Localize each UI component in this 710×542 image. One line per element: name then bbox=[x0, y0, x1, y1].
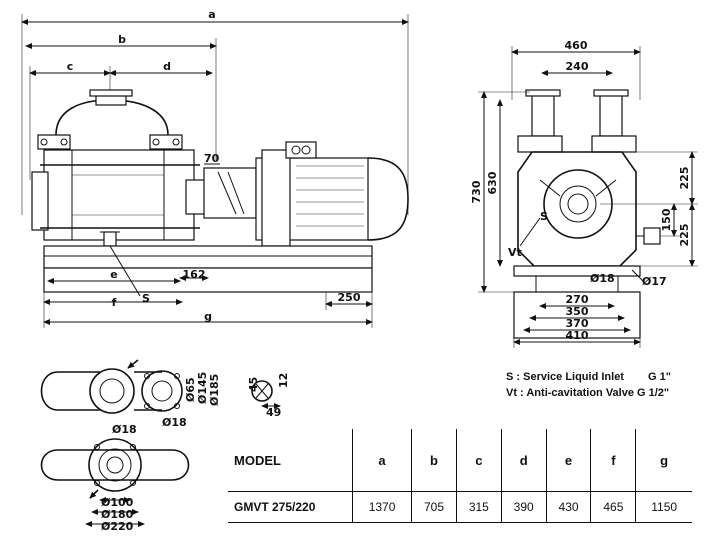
dim-d-label: d bbox=[163, 60, 171, 73]
foot-d18-label: Ø18 bbox=[112, 423, 137, 436]
dim-630-label: 630 bbox=[486, 171, 499, 194]
header-g: g bbox=[635, 429, 692, 492]
flange-d145-label: Ø145 bbox=[196, 372, 209, 404]
dim-g-label: g bbox=[204, 310, 212, 323]
legend-s-size: G 1" bbox=[647, 371, 671, 383]
dim-e-label: e bbox=[110, 268, 117, 281]
flange-d12-label: 12 bbox=[277, 373, 290, 388]
cell-f: 465 bbox=[590, 491, 636, 523]
header-model: MODEL bbox=[234, 452, 281, 468]
cell-g: 1150 bbox=[635, 491, 692, 523]
table-header-row: MODEL a b c d e f g bbox=[228, 429, 692, 492]
legend-s-line: S : Service Liquid Inlet bbox=[506, 371, 624, 383]
pump-casing-side bbox=[517, 151, 637, 267]
legend-vt-line: Vt : Anti-cavitation Valve G 1/2" bbox=[506, 387, 670, 399]
dim-250-label: 250 bbox=[338, 291, 361, 304]
foot-d100-label: Ø100 bbox=[101, 496, 134, 509]
front-view: a b c d bbox=[21, 8, 409, 328]
flange-view: Ø65 Ø145 Ø185 Ø18 49 45 12 bbox=[40, 359, 290, 429]
service-inlet-label: S bbox=[142, 292, 150, 305]
dim-f-label: f bbox=[112, 296, 117, 309]
dim-370-label: 370 bbox=[566, 317, 589, 330]
cell-model: GMVT 275/220 bbox=[228, 491, 353, 523]
dim-162-label: 162 bbox=[183, 268, 206, 281]
coupling-guard bbox=[203, 167, 257, 219]
foot-d220-label: Ø220 bbox=[101, 520, 134, 533]
cell-c: 315 bbox=[455, 491, 502, 523]
dim-460-label: 460 bbox=[565, 39, 588, 52]
side-d17-label: Ø17 bbox=[642, 275, 667, 288]
header-b: b bbox=[411, 429, 457, 492]
flange-d45-label: 45 bbox=[247, 377, 260, 392]
header-c: c bbox=[455, 429, 502, 492]
flange-d18-label: Ø18 bbox=[162, 416, 187, 429]
side-d18-label: Ø18 bbox=[590, 272, 615, 285]
pump-body bbox=[43, 149, 195, 241]
flange-d185-label: Ø185 bbox=[208, 374, 221, 406]
cell-e: 430 bbox=[545, 491, 591, 523]
dim-a-label: a bbox=[208, 8, 215, 21]
foot-d180-label: Ø180 bbox=[101, 508, 134, 521]
dim-150-label: 150 bbox=[660, 208, 673, 231]
baseplate bbox=[43, 245, 373, 269]
dim-270-label: 270 bbox=[566, 293, 589, 306]
table-row: GMVT 275/220 1370 705 315 390 430 465 11… bbox=[228, 491, 692, 523]
side-view: 460 240 Vt S Ø18 Ø17 270 bbox=[470, 39, 698, 348]
dim-350-label: 350 bbox=[566, 305, 589, 318]
dimensions-table: MODEL a b c d e f g GMVT 275/220 1370 70… bbox=[228, 429, 692, 523]
cell-d: 390 bbox=[500, 491, 547, 523]
header-d: d bbox=[500, 429, 547, 492]
dim-225-upper-label: 225 bbox=[678, 167, 691, 190]
dim-b-label: b bbox=[118, 33, 126, 46]
vt-label: Vt bbox=[508, 246, 522, 259]
cell-a: 1370 bbox=[351, 491, 412, 523]
foot-view: Ø18 Ø100 Ø180 Ø220 bbox=[40, 423, 190, 533]
header-e: e bbox=[545, 429, 591, 492]
header-a: a bbox=[351, 429, 412, 492]
dim-730-label: 730 bbox=[470, 180, 483, 203]
cell-b: 705 bbox=[411, 491, 457, 523]
header-f: f bbox=[590, 429, 636, 492]
connections-legend: S : Service Liquid Inlet G 1" Vt : Anti-c… bbox=[506, 369, 671, 401]
side-s-label: S bbox=[540, 210, 548, 223]
dim-225-lower-label: 225 bbox=[678, 224, 691, 247]
dim-c-label: c bbox=[67, 60, 74, 73]
dim-70-label: 70 bbox=[204, 152, 220, 165]
dim-240-label: 240 bbox=[566, 60, 589, 73]
flange-d65-label: Ø65 bbox=[184, 377, 197, 402]
flange-d49-label: 49 bbox=[266, 406, 281, 419]
dim-410-label: 410 bbox=[566, 329, 589, 342]
